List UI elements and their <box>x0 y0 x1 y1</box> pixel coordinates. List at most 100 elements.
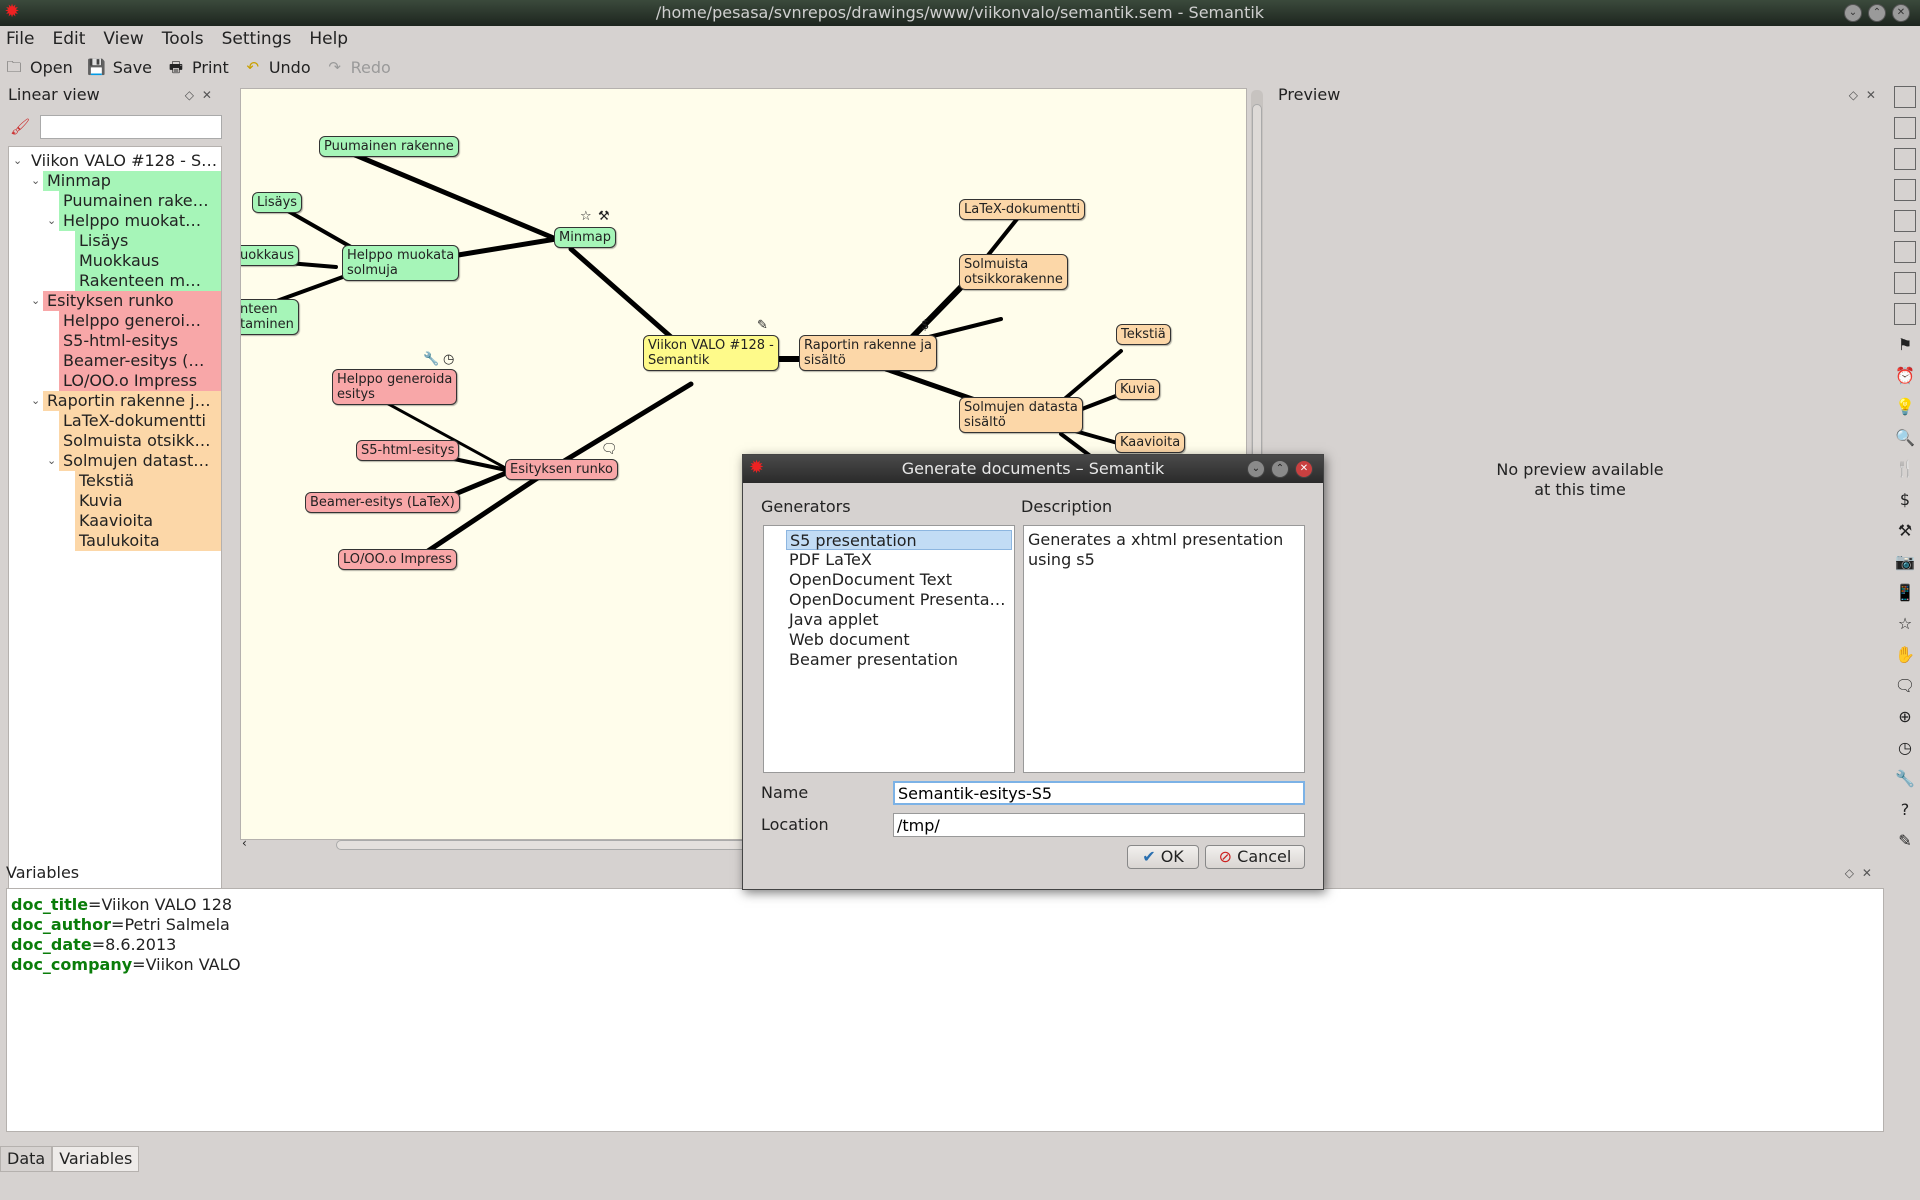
question-icon[interactable]: ? <box>1900 800 1910 819</box>
tree-item[interactable]: LO/OO.o Impress <box>59 371 221 391</box>
tree-item[interactable]: Raportin rakenne j… <box>43 391 221 411</box>
expand-arrow-icon[interactable]: ⌄ <box>31 394 41 407</box>
tree-item[interactable]: Minmap <box>43 171 221 191</box>
mm-node-minmap[interactable]: Minmap <box>554 227 616 248</box>
mm-node-solmuista[interactable]: Solmuista otsikkorakenne <box>959 254 1068 290</box>
close-button[interactable]: ✕ <box>1892 4 1910 22</box>
dock-controls[interactable]: ◇✕ <box>1844 866 1880 880</box>
maximize-button[interactable]: ⌃ <box>1868 4 1886 22</box>
variables-editor[interactable]: doc_title=Viikon VALO 128 doc_author=Pet… <box>6 888 1884 1132</box>
mm-node-helppo-generoida[interactable]: Helppo generoida esitys <box>332 369 458 405</box>
mm-node-kaavioita[interactable]: Kaavioita <box>1115 432 1186 453</box>
redo-button[interactable]: ↷Redo <box>325 58 390 77</box>
tree-item[interactable]: Puumainen rake… <box>59 191 221 211</box>
color-swatch-purple[interactable] <box>1894 179 1916 201</box>
mm-node-solmujen[interactable]: Solmujen datasta sisältö <box>959 397 1083 433</box>
wrench-icon[interactable]: 🔧 <box>1895 769 1915 788</box>
tree-item[interactable]: Beamer-esitys (… <box>59 351 221 371</box>
dialog-close-button[interactable]: ✕ <box>1295 460 1313 478</box>
generator-item[interactable]: OpenDocument Presenta… <box>789 590 1006 609</box>
generator-item[interactable]: PDF LaTeX <box>789 550 872 569</box>
tree-item[interactable]: Esityksen runko <box>43 291 221 311</box>
expand-arrow-icon[interactable]: ⌄ <box>31 174 41 187</box>
tree-item[interactable]: LaTeX-dokumentti <box>59 411 221 431</box>
dock-controls[interactable]: ◇✕ <box>1848 88 1884 102</box>
color-swatch-white[interactable] <box>1894 272 1916 294</box>
tree-item[interactable]: Viikon VALO #128 - S… <box>31 151 218 170</box>
color-swatch-red[interactable] <box>1894 210 1916 232</box>
tree-item[interactable]: S5-html-esitys <box>59 331 221 351</box>
menu-help[interactable]: Help <box>309 29 349 49</box>
tab-data[interactable]: Data <box>0 1146 53 1172</box>
mm-node-rakenteen[interactable]: nteen taminen <box>241 299 299 335</box>
expand-arrow-icon[interactable]: ⌄ <box>47 214 57 227</box>
note-icon[interactable]: ✎ <box>1898 831 1912 850</box>
mm-node-lisays[interactable]: Lisäys <box>252 192 303 213</box>
mm-node-esityksen-runko[interactable]: Esityksen runko <box>505 459 618 480</box>
clock-icon[interactable]: ◷ <box>1898 738 1912 757</box>
mm-node-root[interactable]: Viikon VALO #128 - Semantik <box>643 335 779 371</box>
color-swatch-blue[interactable] <box>1894 148 1916 170</box>
tree-item[interactable]: Rakenteen m… <box>75 271 221 291</box>
star-icon[interactable]: ☆ <box>1897 614 1913 633</box>
scroll-left-icon[interactable]: ‹ <box>242 836 247 850</box>
semantik-app-icon[interactable]: ✹ <box>4 1 20 22</box>
print-button[interactable]: 🖶Print <box>166 58 229 77</box>
generators-list[interactable]: S5 presentation PDF LaTeX OpenDocument T… <box>763 525 1015 773</box>
mm-node-latex[interactable]: LaTeX-dokumentti <box>959 199 1086 220</box>
hammer-icon[interactable]: ⚒ <box>1897 521 1913 540</box>
menu-tools[interactable]: Tools <box>161 29 204 49</box>
mm-node-kuvia[interactable]: Kuvia <box>1115 379 1161 400</box>
tree-item[interactable]: Lisäys <box>75 231 221 251</box>
undo-button[interactable]: ↶Undo <box>243 58 311 77</box>
expand-arrow-icon[interactable]: ⌄ <box>47 454 57 467</box>
magnifier-icon[interactable]: 🔍 <box>1895 428 1915 447</box>
tree-view[interactable]: ⌄ Viikon VALO #128 - S… ⌄ Minmap Puumain… <box>8 146 222 932</box>
tree-item[interactable]: Taulukoita <box>75 531 221 551</box>
tree-item[interactable]: Helppo generoi… <box>59 311 221 331</box>
open-button[interactable]: 🗀Open <box>4 58 72 77</box>
phone-icon[interactable]: 📱 <box>1895 583 1915 602</box>
mm-node-helppo-muokata[interactable]: Helppo muokata solmuja <box>342 245 460 281</box>
color-swatch-orange[interactable] <box>1894 241 1916 263</box>
mm-node-muokkaus[interactable]: uokkaus <box>241 245 299 266</box>
dialog-maximize-button[interactable]: ⌃ <box>1271 460 1289 478</box>
dollar-icon[interactable]: $ <box>1899 490 1911 509</box>
generator-item[interactable]: Beamer presentation <box>789 650 958 669</box>
menu-view[interactable]: View <box>103 29 144 49</box>
expand-arrow-icon[interactable]: ⌄ <box>31 294 41 307</box>
generator-item[interactable]: OpenDocument Text <box>789 570 953 589</box>
clear-filter-icon[interactable]: 🖌 <box>10 117 31 136</box>
tree-item[interactable]: Solmujen datast… <box>59 451 221 471</box>
tree-item[interactable]: Tekstiä <box>75 471 221 491</box>
tree-item[interactable]: Helppo muokat… <box>59 211 221 231</box>
target-icon[interactable]: ⊕ <box>1898 707 1912 726</box>
minimize-button[interactable]: ⌄ <box>1844 4 1862 22</box>
expand-arrow-icon[interactable]: ⌄ <box>13 154 23 167</box>
generator-item[interactable]: Web document <box>789 630 910 649</box>
ok-button[interactable]: ✔ OK <box>1127 845 1199 869</box>
flag-icon[interactable]: ⚑ <box>1897 335 1913 354</box>
dock-controls[interactable]: ◇✕ <box>184 88 220 102</box>
cutlery-icon[interactable]: 🍴 <box>1895 459 1915 478</box>
mm-node-beamer[interactable]: Beamer-esitys (LaTeX) <box>305 492 460 513</box>
color-swatch-green[interactable] <box>1894 86 1916 108</box>
generator-item[interactable]: Java applet <box>789 610 879 629</box>
cancel-button[interactable]: ⊘ Cancel <box>1205 845 1305 869</box>
tree-item[interactable]: Kaavioita <box>75 511 221 531</box>
mm-node-raportin[interactable]: Raportin rakenne ja sisältö <box>799 335 937 371</box>
mm-node-lo[interactable]: LO/OO.o Impress <box>338 549 457 570</box>
tree-item[interactable]: Muokkaus <box>75 251 221 271</box>
tab-variables[interactable]: Variables <box>52 1146 140 1172</box>
tree-item[interactable]: Kuvia <box>75 491 221 511</box>
filter-input[interactable] <box>40 115 222 139</box>
hand-icon[interactable]: ✋ <box>1895 645 1915 664</box>
generator-item[interactable]: S5 presentation <box>786 530 1012 550</box>
color-swatch-cyan[interactable] <box>1894 117 1916 139</box>
mm-node-tekstia[interactable]: Tekstiä <box>1116 324 1171 345</box>
photo-icon[interactable]: 📷 <box>1895 552 1915 571</box>
speech-icon[interactable]: 🗨 <box>1894 676 1916 695</box>
mm-node-s5[interactable]: S5-html-esitys <box>356 440 460 461</box>
location-input[interactable] <box>893 813 1305 837</box>
alarm-icon[interactable]: ⏰ <box>1895 366 1915 385</box>
